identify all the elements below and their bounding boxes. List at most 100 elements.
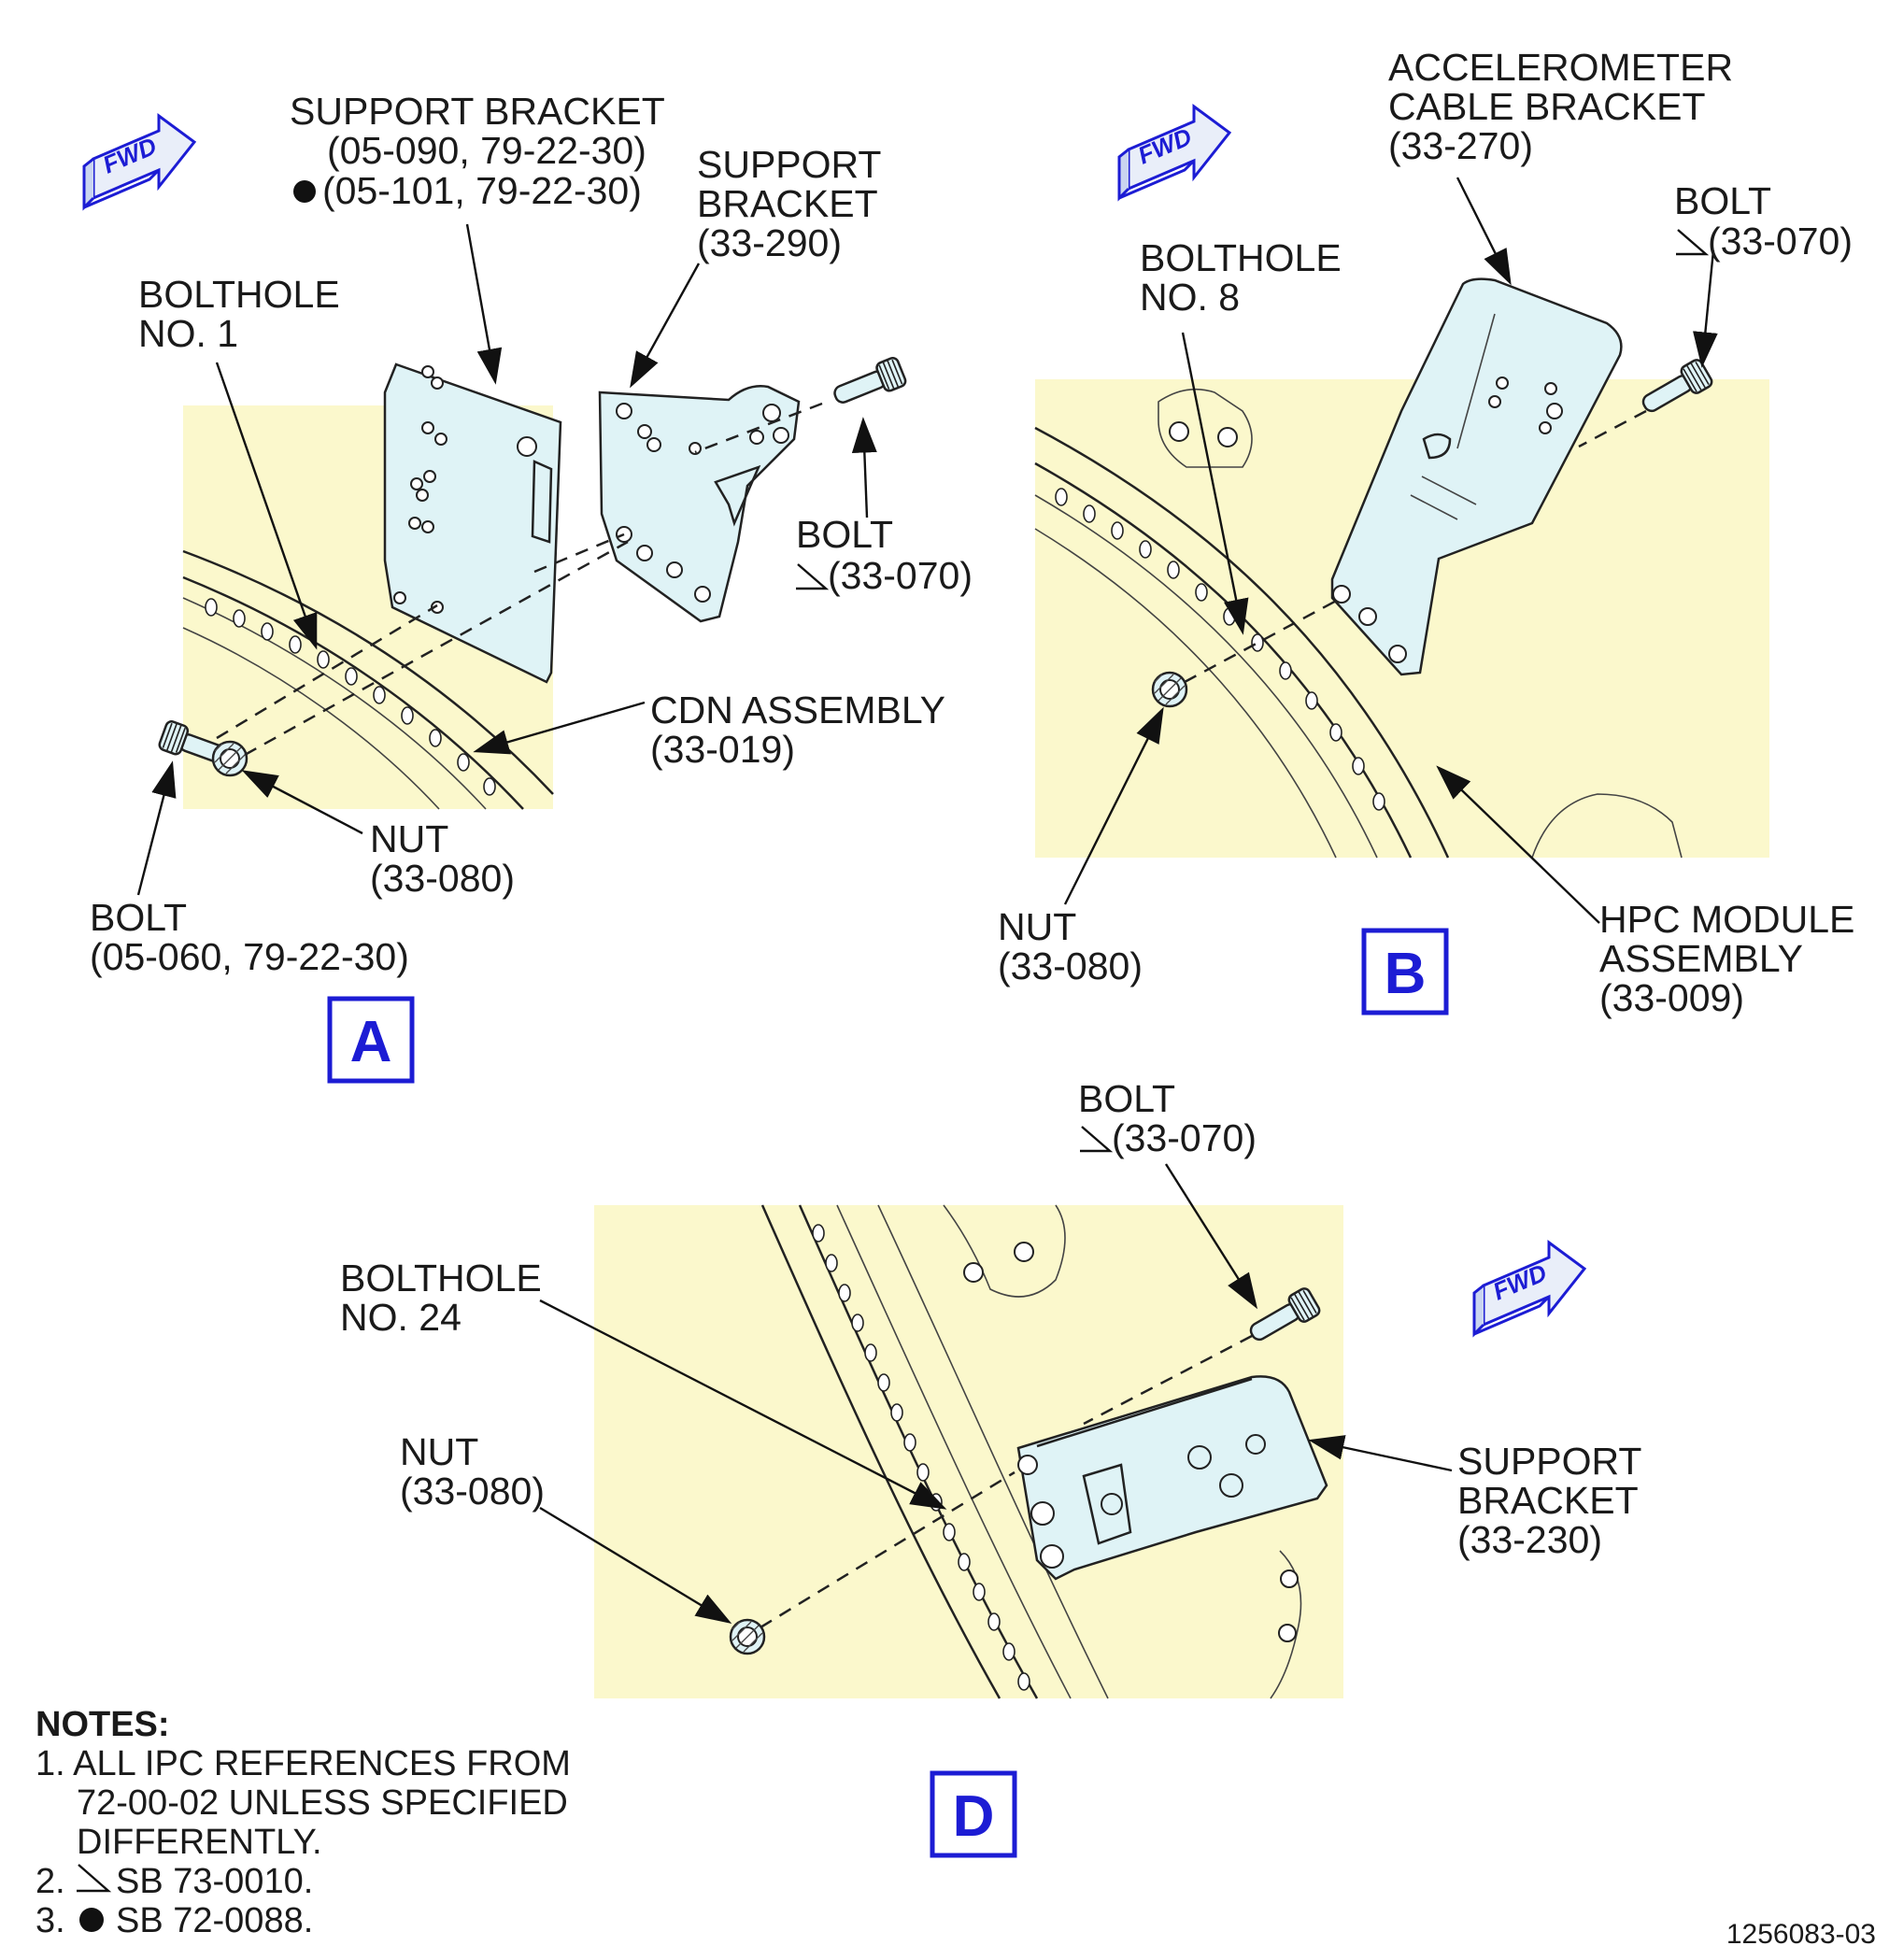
leader-a-support-bracket-1 [465,223,503,385]
label-bolt-ref: (33-070) [1112,1116,1257,1159]
label-bolt-left-name: BOLT [90,896,187,939]
leader-a-cdn [473,701,646,755]
accelerometer-cable-bracket [1330,277,1623,676]
view-a-assembly-line-4 [694,402,823,454]
label-bolt-left-ref: (05-060, 79-22-30) [90,935,409,978]
support-bracket-05-090 [383,362,562,684]
label-cdn-ref: (33-019) [650,728,795,771]
sb-73-0010-symbol [1676,229,1710,256]
leader-b-nut [1063,706,1164,905]
view-d: FWD BOLT (33-070) BOLTHOLE NO. 24 NUT (3… [340,1077,1641,1858]
view-b-label-box [1361,928,1449,1016]
label-accelerometer-ref: (33-270) [1388,124,1533,167]
note-2-number: 2. [36,1862,65,1901]
view-b-assembly-line-2 [1578,409,1647,448]
label-hpc-ref: (33-009) [1599,976,1744,1019]
view-d-label: D [953,1784,995,1849]
note-3-text: SB 72-0088. [116,1901,313,1940]
label-nut-ref: (33-080) [998,944,1143,987]
figure-id: 1256083-03 [1726,1919,1876,1950]
label-support-bracket-2-ref: (33-290) [697,221,842,264]
label-bolthole-line-2: NO. 8 [1140,276,1240,319]
leader-b-bolt [1693,249,1718,368]
leader-a-support-bracket-2 [630,263,701,389]
label-bolt-right-ref: (33-070) [828,554,973,597]
note-3-number: 3. [36,1901,65,1940]
label-bolt-right-name: BOLT [796,513,893,556]
label-bolthole-line-1: BOLTHOLE [138,273,340,316]
view-b-engine-case [1034,388,1683,859]
notes-block: NOTES: 1. ALL IPC REFERENCES FROM 72-00-… [36,1705,571,1940]
label-hpc-line-2: ASSEMBLY [1599,937,1803,980]
label-bolthole-line-2: NO. 24 [340,1296,462,1339]
view-d-assembly-line-1 [760,1470,1016,1629]
view-a-label-box [327,996,415,1084]
view-a-nut [211,740,249,777]
label-bolthole-line-2: NO. 1 [138,312,238,355]
label-nut-name: NUT [370,817,448,860]
label-bolt-name: BOLT [1078,1077,1175,1120]
label-support-bracket-ref-1: (05-090, 79-22-30) [327,129,646,172]
label-nut-ref: (33-080) [400,1470,545,1513]
view-b-nut [1151,671,1188,708]
view-a-bolt-upper [829,355,909,412]
support-bracket-33-230 [1016,1375,1328,1581]
view-d-nut [729,1618,766,1655]
label-accelerometer-line-1: ACCELEROMETER [1388,46,1733,89]
sb-73-0010-symbol [1080,1126,1114,1153]
view-b-label: B [1385,942,1427,1006]
note-1-line-3: DIFFERENTLY. [77,1823,322,1862]
note-2-text: SB 73-0010. [116,1862,313,1901]
label-support-bracket-name: SUPPORT BRACKET [290,90,665,133]
label-bolt-ref: (33-070) [1708,220,1853,263]
view-b: FWD ACCELEROMETER CABLE BRACKET (33-270)… [998,46,1854,1019]
label-support-bracket-2-line-2: BRACKET [697,182,878,225]
leader-d-bolthole [539,1299,947,1510]
view-d-engine-case [760,1204,1302,1699]
view-d-fwd-arrow: FWD [1472,1241,1586,1336]
label-support-bracket-line-1: SUPPORT [1457,1440,1641,1483]
leader-a-bolt-left [136,760,177,896]
label-bolthole-line-1: BOLTHOLE [340,1257,542,1300]
view-a-assembly-line-3 [533,533,625,574]
view-a-assembly-line-1 [216,604,438,740]
leader-a-nut [241,770,363,835]
support-bracket-33-290 [598,385,801,623]
label-support-bracket-ref-2: (05-101, 79-22-30) [322,169,642,212]
sb-72-0088-bullet [79,1908,104,1932]
label-nut-ref: (33-080) [370,857,515,900]
sb-72-0088-bullet [293,180,316,203]
view-d-label-box [930,1770,1017,1858]
label-support-bracket-ref: (33-230) [1457,1518,1602,1561]
view-d-assembly-line-2 [1083,1334,1253,1426]
label-support-bracket-line-2: BRACKET [1457,1479,1639,1522]
label-hpc-line-1: HPC MODULE [1599,898,1854,941]
view-a-fwd-arrow: FWD [82,114,196,209]
leader-d-nut [539,1506,732,1624]
leader-b-hpc [1436,765,1600,924]
label-nut-name: NUT [400,1430,478,1473]
leader-d-support-bracket [1308,1435,1453,1472]
view-a-label: A [350,1010,392,1074]
sb-73-0010-symbol [796,563,830,590]
label-bolt-name: BOLT [1674,179,1771,222]
view-a-assembly-line-2 [244,540,629,757]
leader-d-bolt [1164,1163,1258,1310]
notes-heading: NOTES: [36,1705,170,1744]
label-accelerometer-line-2: CABLE BRACKET [1388,85,1706,128]
view-b-assembly-line-1 [1184,596,1342,684]
leader-b-accelerometer [1456,177,1512,286]
label-support-bracket-2-line-1: SUPPORT [697,143,881,186]
label-nut-name: NUT [998,905,1076,948]
view-a-engine-case [182,549,554,810]
note-1-line-1: 1. ALL IPC REFERENCES FROM [36,1744,571,1783]
label-cdn-name: CDN ASSEMBLY [650,689,945,731]
view-b-fwd-arrow: FWD [1117,105,1231,200]
leader-a-bolthole [215,362,318,650]
sb-73-0010-symbol [77,1864,112,1893]
leader-a-bolt-right [851,417,877,518]
leader-b-bolthole [1181,332,1249,635]
note-1-line-2: 72-00-02 UNLESS SPECIFIED [77,1783,568,1823]
view-a: FWD SUPPORT BRACKET (05-090, 79-22-30) (… [82,90,973,1084]
